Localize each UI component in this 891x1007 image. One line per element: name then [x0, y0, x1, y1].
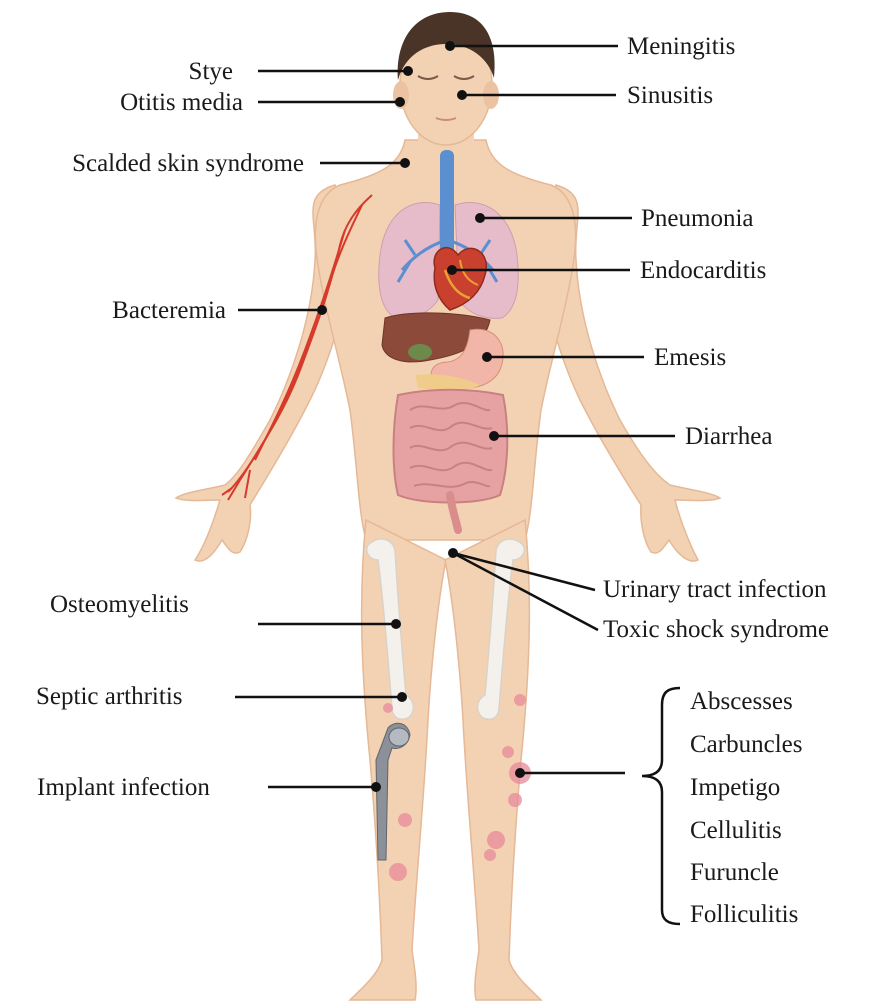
label-septic-arthritis: Septic arthritis	[36, 683, 183, 710]
skin-condition-item: Furuncle	[690, 859, 779, 886]
label-emesis: Emesis	[654, 344, 726, 371]
skin-condition-item: Folliculitis	[690, 901, 798, 928]
label-stye: Stye	[189, 58, 233, 85]
label-scalded-skin-syndrome: Scalded skin syndrome	[72, 150, 304, 177]
label-bacteremia: Bacteremia	[112, 297, 226, 324]
label-meningitis: Meningitis	[627, 33, 735, 60]
skin-condition-item: Impetigo	[690, 774, 780, 801]
implant-head	[389, 728, 409, 746]
label-implant-infection: Implant infection	[37, 774, 210, 801]
skin-condition-item: Carbuncles	[690, 731, 802, 758]
label-osteomyelitis: Osteomyelitis	[50, 591, 189, 618]
label-toxic-shock-syndrome: Toxic shock syndrome	[603, 616, 829, 643]
skin-condition-item: Abscesses	[690, 688, 793, 715]
skin-condition-item: Cellulitis	[690, 817, 782, 844]
label-endocarditis: Endocarditis	[640, 257, 766, 284]
gallbladder	[408, 344, 432, 360]
label-pneumonia: Pneumonia	[641, 205, 754, 232]
label-otitis-media: Otitis media	[120, 89, 243, 116]
label-diarrhea: Diarrhea	[685, 423, 772, 450]
label-urinary-tract-infection: Urinary tract infection	[603, 576, 827, 603]
label-sinusitis: Sinusitis	[627, 82, 713, 109]
